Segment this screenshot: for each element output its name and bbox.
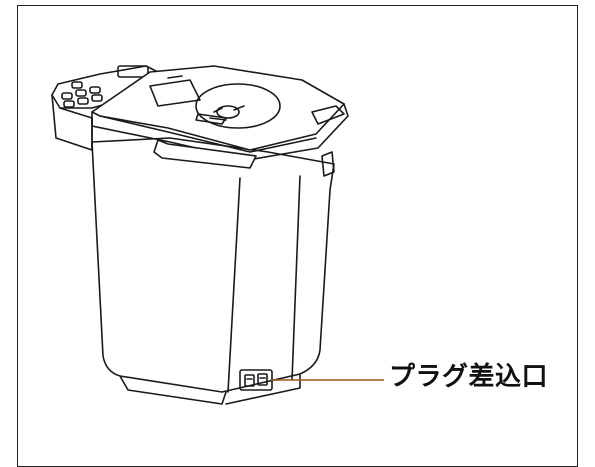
- lid-handle: [311, 105, 345, 125]
- body-base: [119, 375, 227, 405]
- pot-body: [91, 137, 335, 393]
- lid-dial: [195, 83, 281, 129]
- carry-handle: [153, 139, 257, 169]
- lid-display: [149, 79, 201, 107]
- plug-socket-label: プラグ差込口: [389, 362, 549, 392]
- body-front-edge: [227, 177, 241, 393]
- control-buttons: [61, 65, 149, 108]
